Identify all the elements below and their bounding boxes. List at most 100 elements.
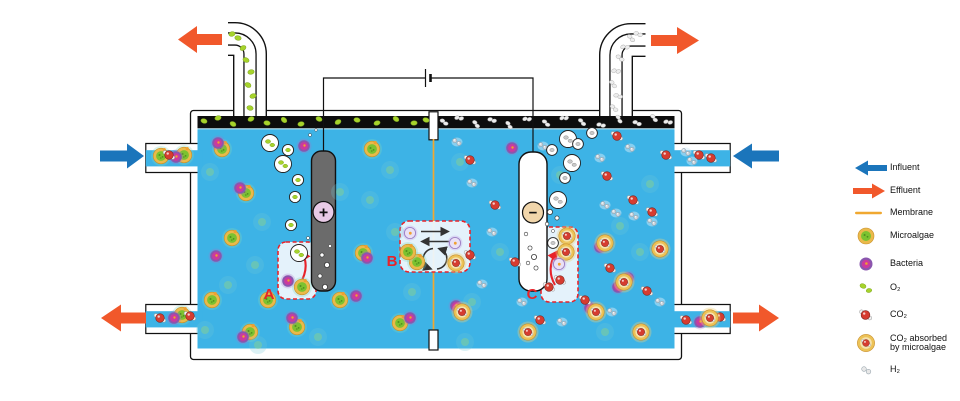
algae-co2-icon [852, 332, 888, 354]
effluent-arrow-icon [852, 180, 888, 202]
effluent-arrow-right [733, 304, 779, 332]
algae-with-co2 [446, 253, 467, 274]
algae-cell [201, 289, 223, 311]
mini-bubble [321, 283, 329, 291]
algae-with-co2 [650, 239, 671, 260]
ghost-cell [201, 163, 219, 181]
legend-label: CO₂ absorbed by microalgae [890, 332, 948, 352]
h2-molecule [646, 217, 658, 227]
h2-molecule [476, 279, 488, 289]
lavender-cell [447, 235, 463, 251]
divider-wall-bottom [428, 329, 439, 351]
bacteria-cell [208, 248, 224, 264]
bacteria-icon [852, 253, 888, 275]
o2-gas-bubble [290, 244, 308, 262]
circuit-wires [322, 69, 534, 153]
h2-molecule [610, 208, 622, 218]
algae-with-co2 [586, 302, 607, 323]
ghost-cell [219, 276, 237, 294]
h2-gas-bubble [546, 144, 558, 156]
ghost-cell [253, 213, 271, 231]
o2-gas-bubble [284, 218, 298, 232]
legend-label: O₂ [890, 282, 901, 293]
legend-item-microalgae: Microalgae [852, 225, 954, 247]
algae-cell [361, 138, 383, 160]
algae-with-co2 [614, 272, 635, 293]
divider-wall-top [428, 111, 439, 141]
cathode-minus-sign: − [529, 205, 538, 222]
gas-out-arrow-right [651, 27, 699, 54]
label-b: B [387, 253, 398, 270]
mini-bubble [547, 208, 553, 216]
bacteria-cell [284, 310, 300, 326]
bacteria-cell [235, 329, 251, 345]
algae-with-co2 [518, 322, 539, 343]
ghost-cell [403, 283, 421, 301]
cathode-sign-badge [521, 201, 545, 224]
legend-item-bacteria: Bacteria [852, 253, 954, 275]
bacteria-cell [348, 288, 364, 304]
h2-gas-bubble [547, 237, 559, 249]
mini-bubble [525, 260, 531, 266]
mini-bubble [317, 273, 323, 279]
mini-bubble [306, 236, 310, 240]
h2-molecule [466, 178, 478, 188]
legend-label: H₂ [890, 364, 900, 375]
membrane-line-icon [852, 202, 888, 224]
legend-label: Microalgae [890, 230, 935, 241]
label-a: A [264, 286, 275, 303]
h2-molecule [654, 297, 666, 307]
carbon-dioxide-icon [852, 304, 888, 326]
mini-bubble [551, 229, 555, 233]
algae-with-co2 [452, 302, 473, 323]
influent-arrow-icon [852, 157, 888, 179]
legend-item-oxygen: O₂ [852, 277, 954, 299]
h2-molecule [686, 156, 698, 166]
legend-item-membrane-line: Membrane [852, 202, 954, 224]
legend-label: Influent [890, 162, 920, 173]
anode-sign-badge [312, 200, 335, 224]
algae-cell [397, 241, 419, 263]
ghost-cell [246, 256, 264, 274]
legend-label: Effluent [890, 185, 921, 196]
gas-out-arrow-left [178, 26, 222, 53]
mini-bubble [527, 245, 533, 251]
algae-with-co2 [631, 322, 652, 343]
ghost-cell [361, 191, 379, 209]
h2-gas-bubble [563, 154, 581, 172]
influent-arrow-right [733, 143, 779, 169]
bacteria-cell [232, 180, 248, 196]
legend-label: Bacteria [890, 258, 924, 269]
o2-gas-bubble [291, 173, 305, 187]
legend-item-effluent-arrow: Effluent [852, 180, 954, 202]
mini-bubble [523, 231, 529, 237]
effluent-arrow-left [101, 304, 146, 332]
mini-bubble [533, 265, 539, 271]
mini-bubble [308, 133, 312, 137]
bacteria-cell [359, 250, 375, 266]
h2-molecule [624, 143, 636, 153]
h2-molecule [451, 137, 463, 147]
ghost-cell [611, 217, 629, 235]
ghost-cell [631, 243, 649, 261]
lavender-cell [402, 225, 418, 241]
ghost-cell [381, 161, 399, 179]
o2-gas-bubble [274, 155, 292, 173]
algae-with-co2 [700, 308, 721, 329]
legend-item-algae-co2: CO₂ absorbed by microalgae [852, 332, 954, 354]
mini-bubble [328, 244, 332, 248]
h2-molecule [606, 307, 618, 317]
h2-molecule [486, 227, 498, 237]
mini-bubble [544, 221, 550, 227]
microalgae-icon [852, 225, 888, 247]
bacteria-cell [280, 273, 296, 289]
mini-bubble [531, 253, 537, 261]
legend-label: Membrane [890, 206, 934, 217]
algae-with-co2 [595, 233, 616, 254]
legend-item-hydrogen: H₂ [852, 359, 954, 381]
bacteria-cell [296, 138, 312, 154]
mini-bubble [323, 261, 331, 269]
legend-item-carbon-dioxide: CO₂ [852, 304, 954, 326]
legend-item-influent-arrow: Influent [852, 157, 954, 179]
algae-cell [329, 289, 351, 311]
